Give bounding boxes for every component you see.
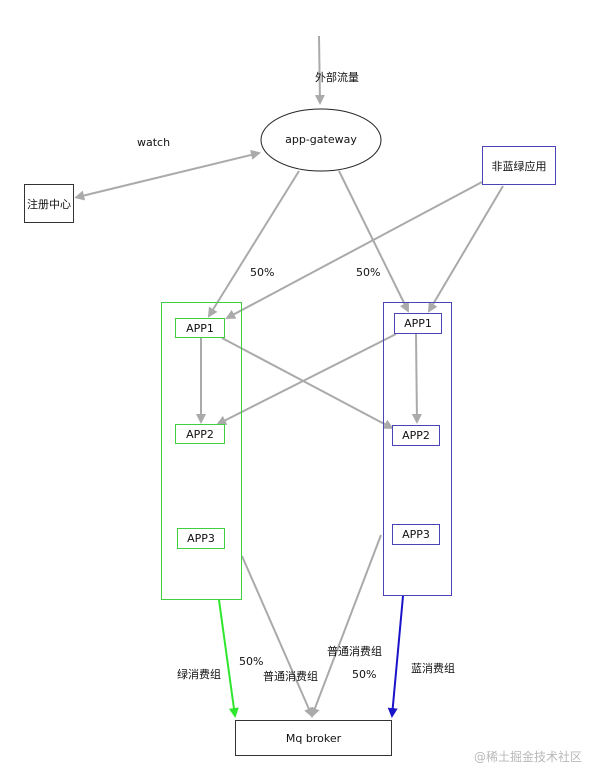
percent-bottom-left-label: 50% [239,655,264,668]
edge-green-group-to-broker [241,555,314,718]
blue-app1-node[interactable]: APP1 [394,313,442,334]
blue-consumer-group-label: 蓝消费组 [411,662,455,675]
blue-app2-node[interactable]: APP2 [392,425,440,446]
external-traffic-label: 外部流量 [315,71,359,84]
registry-node[interactable]: 注册中心 [24,184,74,223]
edge-green-consumer [218,599,239,718]
percent-left-label: 50% [250,266,275,279]
edge-blue-app1-to-blue-app2 [411,333,422,424]
green-group [161,302,242,600]
percent-bottom-right-label: 50% [352,668,377,681]
edge-blue-group-to-broker [310,534,382,718]
edge-blue-consumer [387,595,404,718]
blue-group [383,302,452,596]
watch-label: watch [137,136,171,149]
percent-right-label: 50% [356,266,381,279]
edge-green-app1-to-blue-app2 [221,337,394,429]
edge-blue-app1-to-green-app2 [216,333,397,425]
edge-nonbg-to-green-app1 [225,181,483,319]
normal-consumer-group-right-label: 普通消费组 [327,645,382,658]
non-blue-green-app-node[interactable]: 非蓝绿应用 [482,146,556,185]
normal-consumer-group-left-label: 普通消费组 [263,670,318,683]
green-consumer-group-label: 绿消费组 [177,668,221,681]
green-app3-node[interactable]: APP3 [177,528,225,549]
gateway-label: app-gateway [285,133,357,146]
edge-external-to-gateway [314,35,325,105]
edge-gateway-to-green-app1 [207,170,300,318]
mq-broker-node[interactable]: Mq broker [235,720,392,756]
edge-registry-gateway-watch [74,150,261,201]
green-app2-node[interactable]: APP2 [175,424,225,444]
watermark: @稀土掘金技术社区 [474,750,583,764]
edge-gateway-to-blue-app1 [338,170,409,313]
edge-nonbg-to-blue-app1 [427,185,504,313]
blue-app3-node[interactable]: APP3 [392,524,440,545]
green-app1-node[interactable]: APP1 [175,318,225,338]
